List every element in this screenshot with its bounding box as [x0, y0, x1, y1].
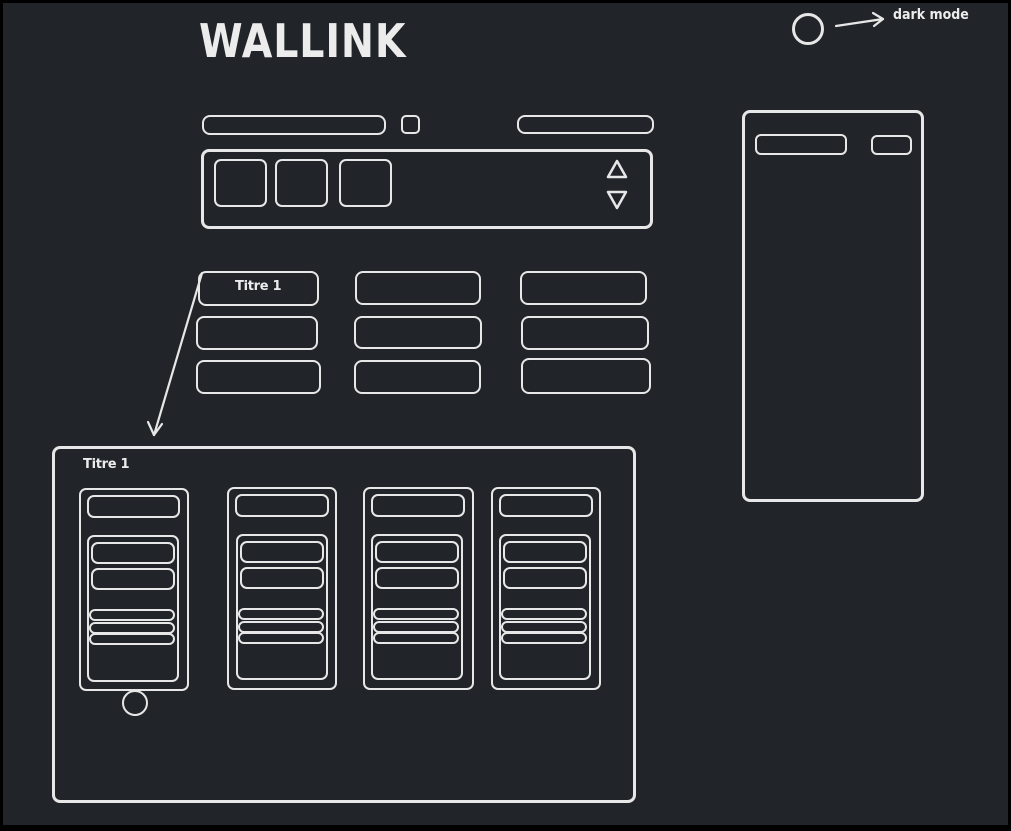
app-logo: WALLINK	[199, 14, 407, 68]
card-line	[501, 632, 587, 644]
dark-mode-toggle[interactable]	[792, 13, 824, 45]
carousel-thumbnail[interactable]	[214, 159, 267, 207]
card-line	[501, 608, 587, 620]
card-field[interactable]	[91, 568, 175, 590]
card-field[interactable]	[375, 541, 459, 563]
grid-tile[interactable]	[355, 271, 481, 305]
column-header[interactable]	[499, 494, 593, 517]
card-line	[238, 608, 324, 620]
card-field[interactable]	[240, 567, 324, 589]
arrow-to-detail-panel	[146, 271, 204, 437]
column-header[interactable]	[371, 494, 465, 517]
card-line	[89, 609, 175, 621]
dark-mode-annotation: dark mode	[893, 7, 969, 23]
grid-tile[interactable]	[520, 271, 647, 305]
search-input[interactable]	[202, 115, 386, 135]
search-button[interactable]	[401, 115, 420, 134]
card-line	[373, 608, 459, 620]
board-column	[363, 487, 474, 690]
card-line	[373, 632, 459, 644]
triangle-down-icon[interactable]	[605, 189, 629, 211]
column-card	[236, 534, 328, 680]
card-field[interactable]	[240, 541, 324, 563]
grid-tile[interactable]	[521, 358, 651, 394]
detail-panel-title: Titre 1	[83, 457, 130, 472]
card-field[interactable]	[503, 567, 587, 589]
grid-tile[interactable]	[196, 360, 321, 394]
column-card	[87, 535, 179, 682]
card-field[interactable]	[91, 542, 175, 564]
filter-select[interactable]	[517, 115, 654, 134]
grid-tile[interactable]	[354, 316, 482, 349]
triangle-up-icon[interactable]	[605, 158, 629, 180]
column-header[interactable]	[87, 495, 180, 518]
arrow-to-dark-mode	[834, 11, 885, 28]
card-line	[238, 632, 324, 644]
side-panel	[742, 110, 924, 502]
side-panel-input[interactable]	[755, 134, 847, 155]
grid-tile-1-title: Titre 1	[235, 279, 282, 294]
grid-tile[interactable]	[354, 360, 481, 394]
grid-tile[interactable]	[196, 316, 318, 350]
card-line	[89, 633, 175, 645]
card-field[interactable]	[503, 541, 587, 563]
carousel-thumbnail[interactable]	[339, 159, 392, 207]
board-column	[491, 487, 601, 690]
column-card	[499, 534, 591, 680]
detail-panel	[52, 446, 636, 803]
grid-tile[interactable]	[521, 316, 649, 350]
side-panel-button[interactable]	[871, 135, 912, 155]
add-card-button[interactable]	[122, 690, 148, 716]
carousel-thumbnail[interactable]	[275, 159, 328, 207]
wireframe-canvas: WALLINK dark mode Titre 1	[3, 3, 1008, 825]
media-carousel	[201, 149, 653, 229]
column-header[interactable]	[235, 494, 329, 517]
column-card	[371, 534, 463, 680]
card-field[interactable]	[375, 567, 459, 589]
board-column	[227, 487, 337, 690]
